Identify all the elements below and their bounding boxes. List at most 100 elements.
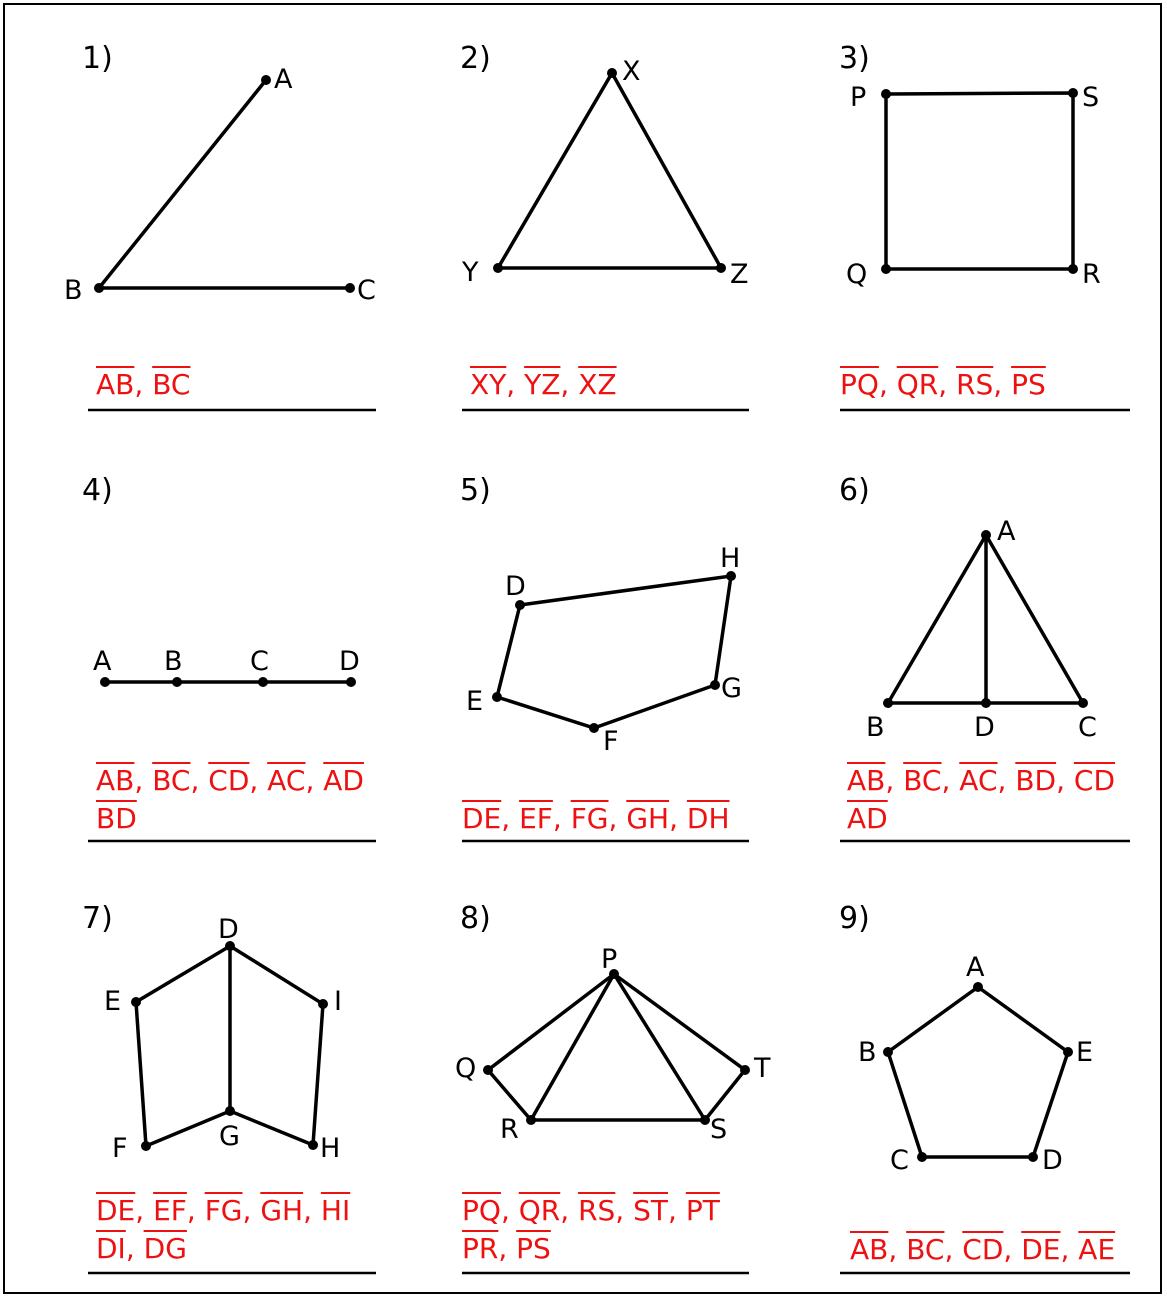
label-z: Z [730, 259, 749, 290]
point-z [716, 263, 726, 273]
worksheet-border [3, 3, 1162, 1294]
problem-8-number: 8) [460, 901, 491, 936]
separator: , [997, 764, 1016, 797]
segment-name: DE [462, 802, 502, 835]
segment-ps [612, 972, 707, 1122]
point-r [1068, 264, 1078, 274]
answer-row: AB, BC, CD, DE, AE [850, 1231, 1115, 1269]
point-i [318, 999, 328, 1009]
separator: , [500, 1194, 519, 1227]
point-s [700, 1115, 710, 1125]
point-g [710, 680, 720, 690]
point-a [981, 530, 991, 540]
problem-8-figure: 8) P Q T R S [455, 901, 771, 1275]
label-g: G [721, 673, 742, 704]
point-h [308, 1140, 318, 1150]
label-q: Q [846, 259, 867, 290]
segment-pr [529, 972, 616, 1122]
separator: , [560, 368, 579, 401]
segment-name: AC [959, 764, 998, 797]
separator: , [186, 1194, 205, 1227]
separator: , [993, 368, 1012, 401]
label-f: F [603, 726, 619, 757]
segment-name: PS [1011, 368, 1046, 401]
label-r: R [1082, 259, 1101, 290]
separator: , [134, 368, 153, 401]
label-b: B [866, 712, 885, 743]
segment-name: EF [153, 1194, 187, 1227]
problem-6-figure: 6) A B D C [839, 473, 1130, 843]
label-h: H [720, 543, 740, 574]
separator: , [498, 1232, 517, 1265]
problem-2-number: 2) [460, 41, 491, 76]
point-q [483, 1065, 493, 1075]
segment-name: RS [578, 1194, 616, 1227]
segment-name: FG [570, 802, 609, 835]
segment-name: FG [204, 1194, 243, 1227]
answer-row: DE, EF, FG, GH, DH [462, 800, 730, 838]
separator: , [134, 764, 153, 797]
square-pqrs [884, 91, 1075, 271]
segment-name: AD [323, 764, 364, 797]
segment-name: GH [260, 1194, 304, 1227]
segment-name: XZ [578, 368, 617, 401]
answer-row: XY, YZ, XZ [470, 366, 617, 404]
point-a [261, 75, 271, 85]
segment-name: AB [96, 764, 135, 797]
segment-name: BC [152, 368, 191, 401]
answer-row: BD [96, 800, 364, 838]
label-c: C [357, 275, 376, 306]
label-e: E [466, 686, 483, 717]
pentagon-abcde [885, 984, 1071, 1159]
separator: , [944, 1233, 963, 1266]
label-b: B [858, 1037, 877, 1068]
point-e [131, 997, 141, 1007]
point-c [345, 283, 355, 293]
point-f [141, 1141, 151, 1151]
segment-name: AE [1078, 1233, 1116, 1266]
label-y: Y [461, 257, 479, 288]
label-d: D [218, 914, 239, 945]
label-a: A [997, 516, 1016, 547]
separator: , [1056, 764, 1074, 797]
label-e: E [1076, 1037, 1093, 1068]
segment-name: DI [96, 1232, 126, 1265]
label-p: P [850, 82, 866, 113]
answer-row: PQ, QR, RS, ST, PT [462, 1192, 720, 1230]
segment-name: PT [685, 1194, 720, 1227]
point-e [492, 692, 502, 702]
separator: , [888, 1233, 907, 1266]
point-b [883, 698, 893, 708]
separator: , [669, 802, 687, 835]
point-x [607, 68, 617, 78]
separator: , [608, 802, 627, 835]
answer-3: PQ, QR, RS, PS [840, 366, 1046, 404]
separator: , [249, 764, 268, 797]
label-d: D [1042, 1145, 1063, 1176]
label-i: I [334, 986, 342, 1017]
separator: , [303, 1194, 321, 1227]
point-p [881, 89, 891, 99]
label-b: B [164, 646, 183, 677]
answer-2: XY, YZ, XZ [470, 366, 617, 404]
problem-4-number: 4) [82, 473, 113, 508]
segment-name: BC [152, 764, 191, 797]
separator: , [190, 764, 209, 797]
label-r: R [500, 1114, 519, 1145]
segment-name: CD [962, 1233, 1004, 1266]
separator: , [878, 368, 897, 401]
label-t: T [753, 1053, 771, 1084]
segment-name: PQ [462, 1194, 501, 1227]
label-f: F [112, 1133, 128, 1164]
answer-9: AB, BC, CD, DE, AE [850, 1231, 1115, 1269]
separator: , [552, 802, 571, 835]
separator: , [1003, 1233, 1022, 1266]
label-c: C [890, 1145, 909, 1176]
problem-9-figure: 9) A B E C D [839, 901, 1130, 1275]
label-c: C [1078, 712, 1097, 743]
answer-row: PQ, QR, RS, PS [840, 366, 1046, 404]
label-a: A [93, 646, 112, 677]
